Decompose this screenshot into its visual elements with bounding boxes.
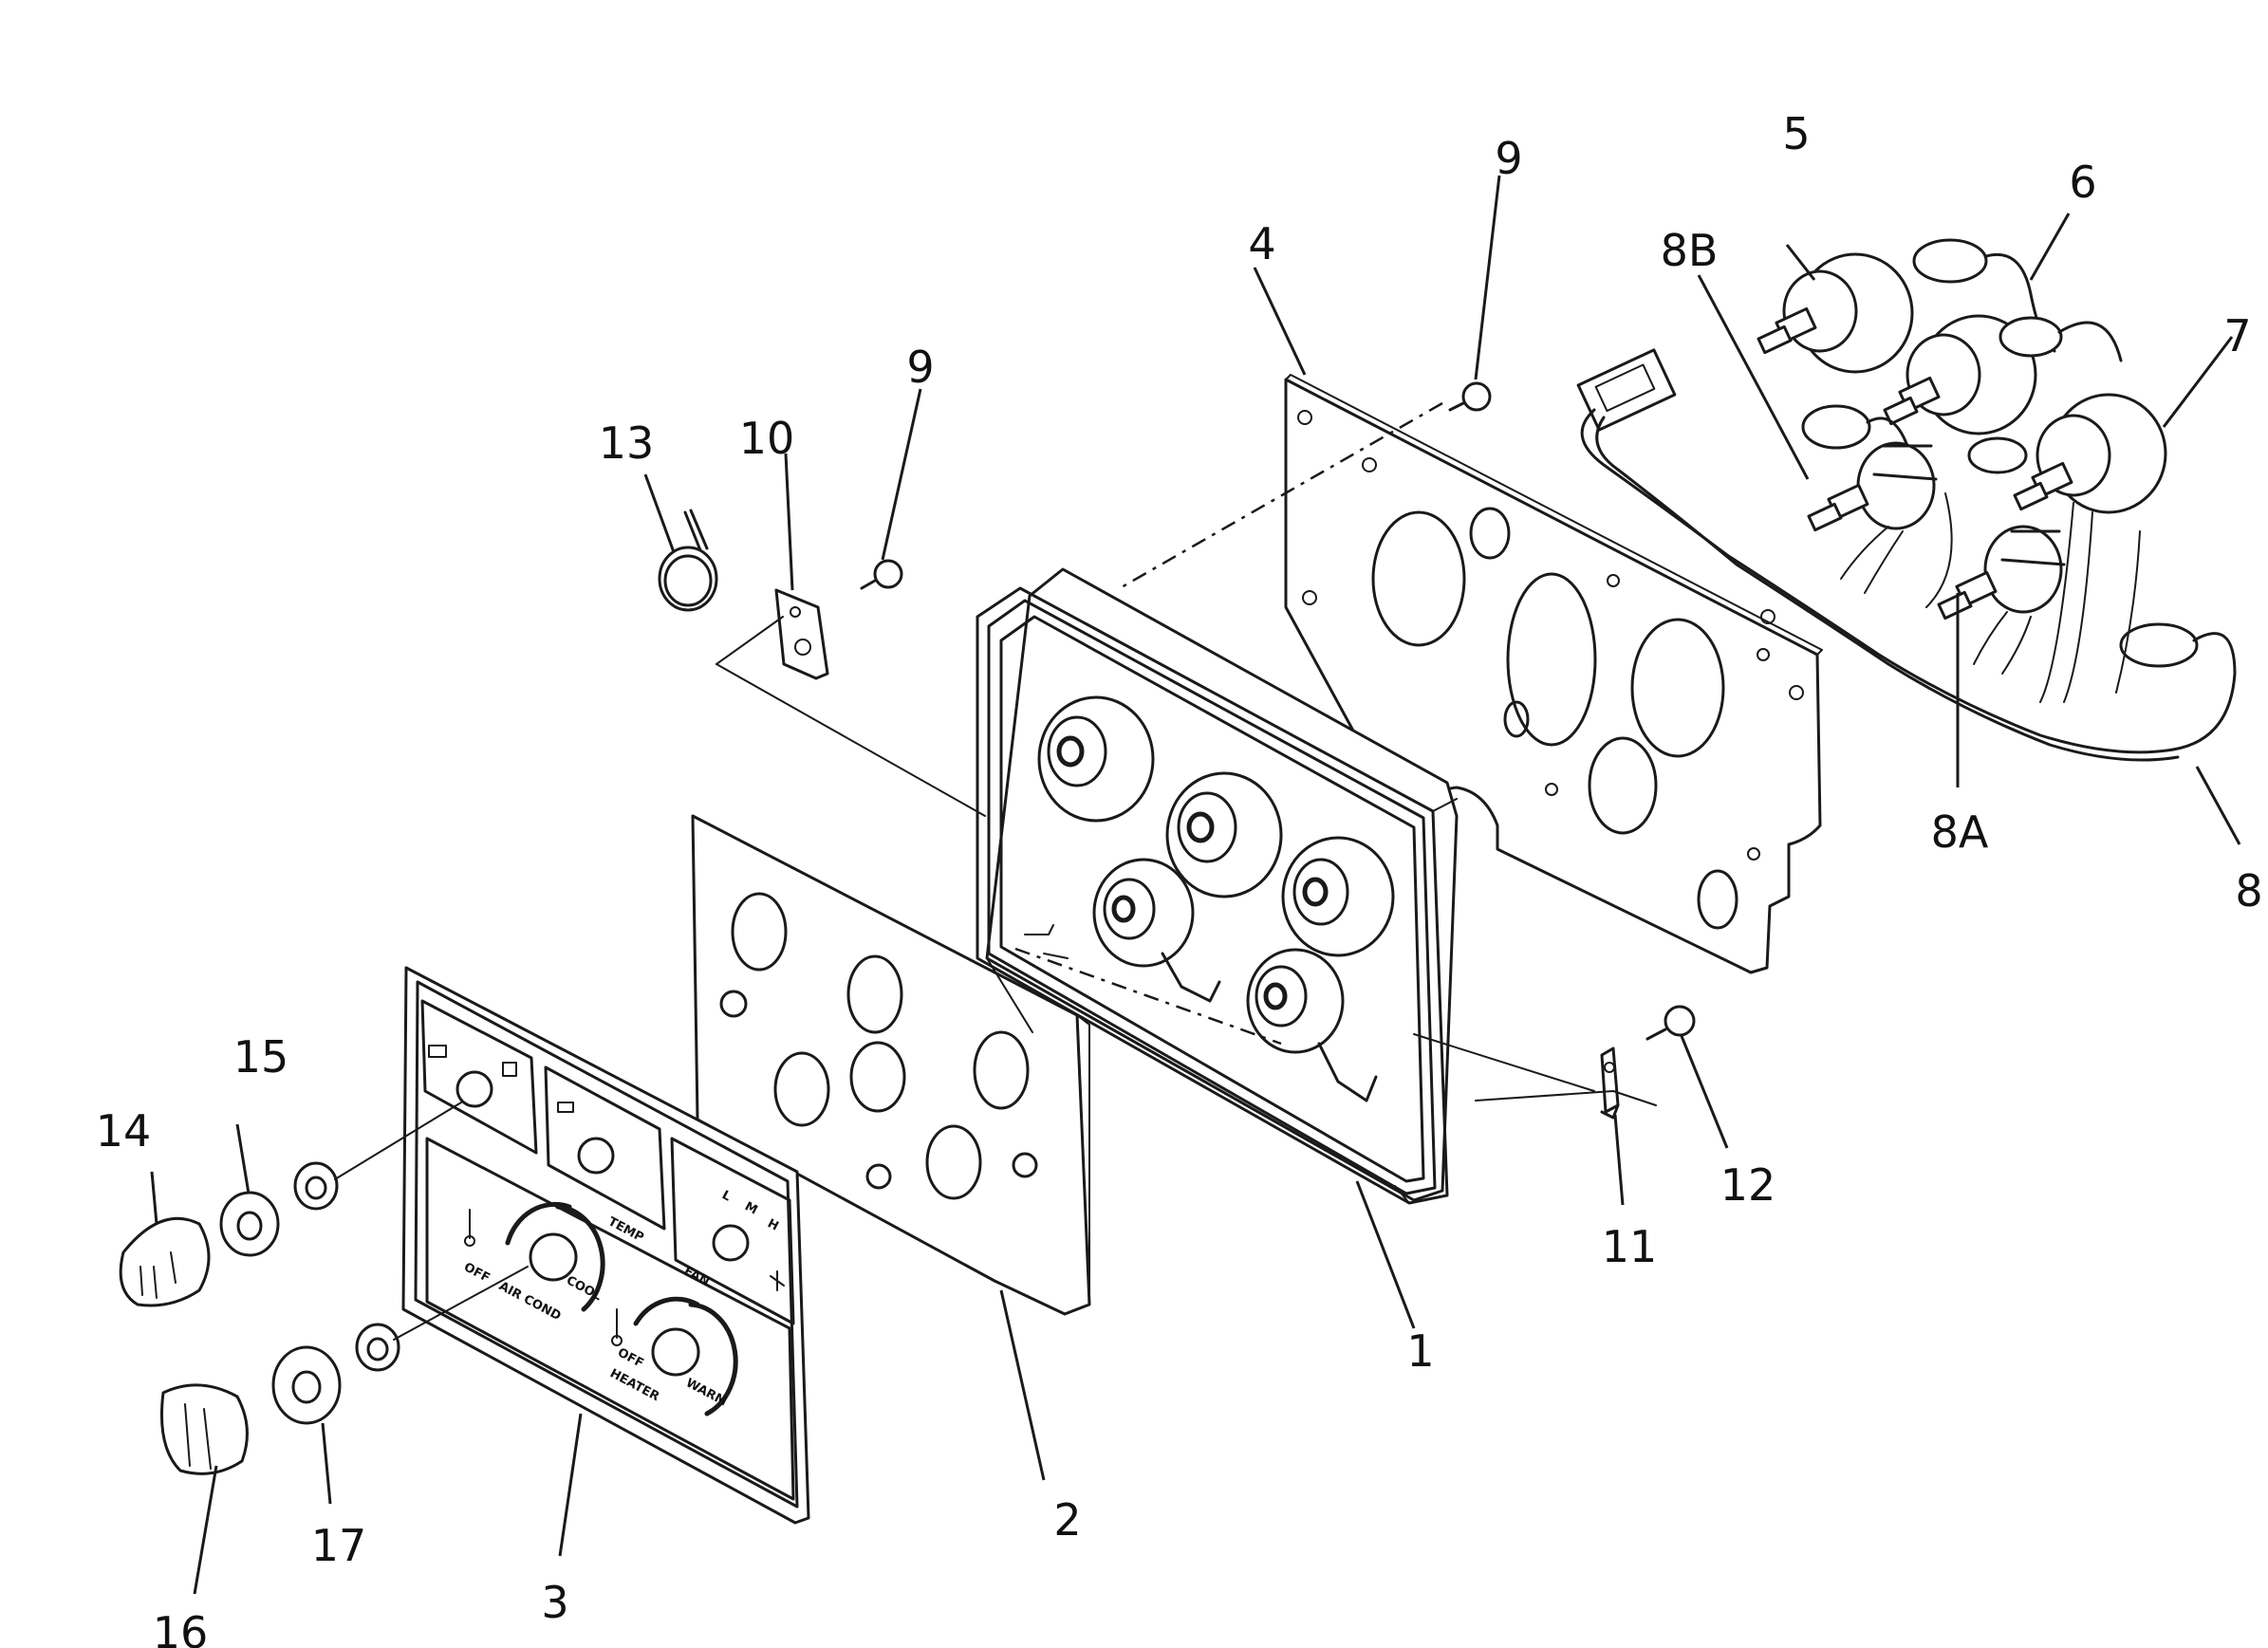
housing-rotary-switch [1092, 858, 1221, 1003]
callout-11: 11 [1602, 1221, 1658, 1272]
callout-6: 6 [2069, 157, 2096, 208]
main-housing [976, 567, 1459, 1205]
callout-2: 2 [1053, 1494, 1081, 1546]
bulb-socket-8 [2119, 622, 2237, 751]
housing-rotary-switch [1246, 948, 1378, 1102]
bracket-10 [774, 588, 829, 680]
back-gasket-plate [1284, 374, 1823, 974]
bulb-socket [1967, 436, 2028, 474]
housing-rotary-switch [1281, 836, 1395, 957]
callout-12: 12 [1720, 1159, 1776, 1211]
assembly-lines [334, 401, 1657, 1341]
housing-rotary-switch [1037, 695, 1155, 823]
front-gasket [691, 814, 1091, 1316]
washer-15 [219, 1191, 280, 1257]
callout-5: 5 [1782, 108, 1810, 159]
callout-8: 8 [2235, 865, 2262, 917]
callout-13: 13 [599, 417, 655, 469]
knob-14 [119, 1216, 211, 1307]
screw-9-lower [860, 559, 903, 590]
face-plate: TEMP COOL AIR COND OFF WARM HEATER OFF F… [401, 966, 810, 1525]
callout-labels: 1 2 3 4 5 6 7 8 8A 8B 9 9 10 11 12 13 14… [96, 108, 2263, 1648]
callout-3: 3 [541, 1577, 568, 1628]
knob-16 [159, 1383, 249, 1475]
rotary-switch-7 [2013, 393, 2167, 514]
callout-4: 4 [1248, 218, 1275, 269]
panel-label-fan-m: M [742, 1199, 759, 1217]
callout-9-upper: 9 [1495, 133, 1522, 184]
rotary-switch-8a [1937, 525, 2066, 620]
clamp-13 [658, 509, 718, 612]
callout-9-lower: 9 [906, 342, 934, 393]
wire-harness [1576, 348, 2180, 762]
rotary-switch-8b [1807, 441, 1938, 532]
callout-17: 17 [311, 1520, 367, 1571]
callout-1: 1 [1406, 1325, 1434, 1377]
callout-14: 14 [96, 1105, 152, 1157]
callout-7: 7 [2223, 310, 2251, 361]
callout-16: 16 [153, 1607, 209, 1648]
bulb-socket [1998, 316, 2123, 362]
callout-8b: 8B [1661, 225, 1719, 276]
callout-8a: 8A [1931, 806, 1989, 858]
rotary-switch-5 [1757, 252, 1914, 374]
screw-9-upper [1448, 381, 1492, 412]
nut-15 [293, 1161, 339, 1211]
callout-10: 10 [739, 413, 795, 464]
screw-12 [1645, 1005, 1696, 1041]
housing-rotary-switch [1165, 771, 1283, 898]
nut-17 [355, 1323, 400, 1372]
bracket-11 [1600, 1046, 1620, 1120]
leader-lines [150, 175, 2241, 1595]
callout-15: 15 [233, 1031, 289, 1083]
washer-17 [271, 1345, 342, 1425]
bulb-socket [1801, 404, 1909, 450]
